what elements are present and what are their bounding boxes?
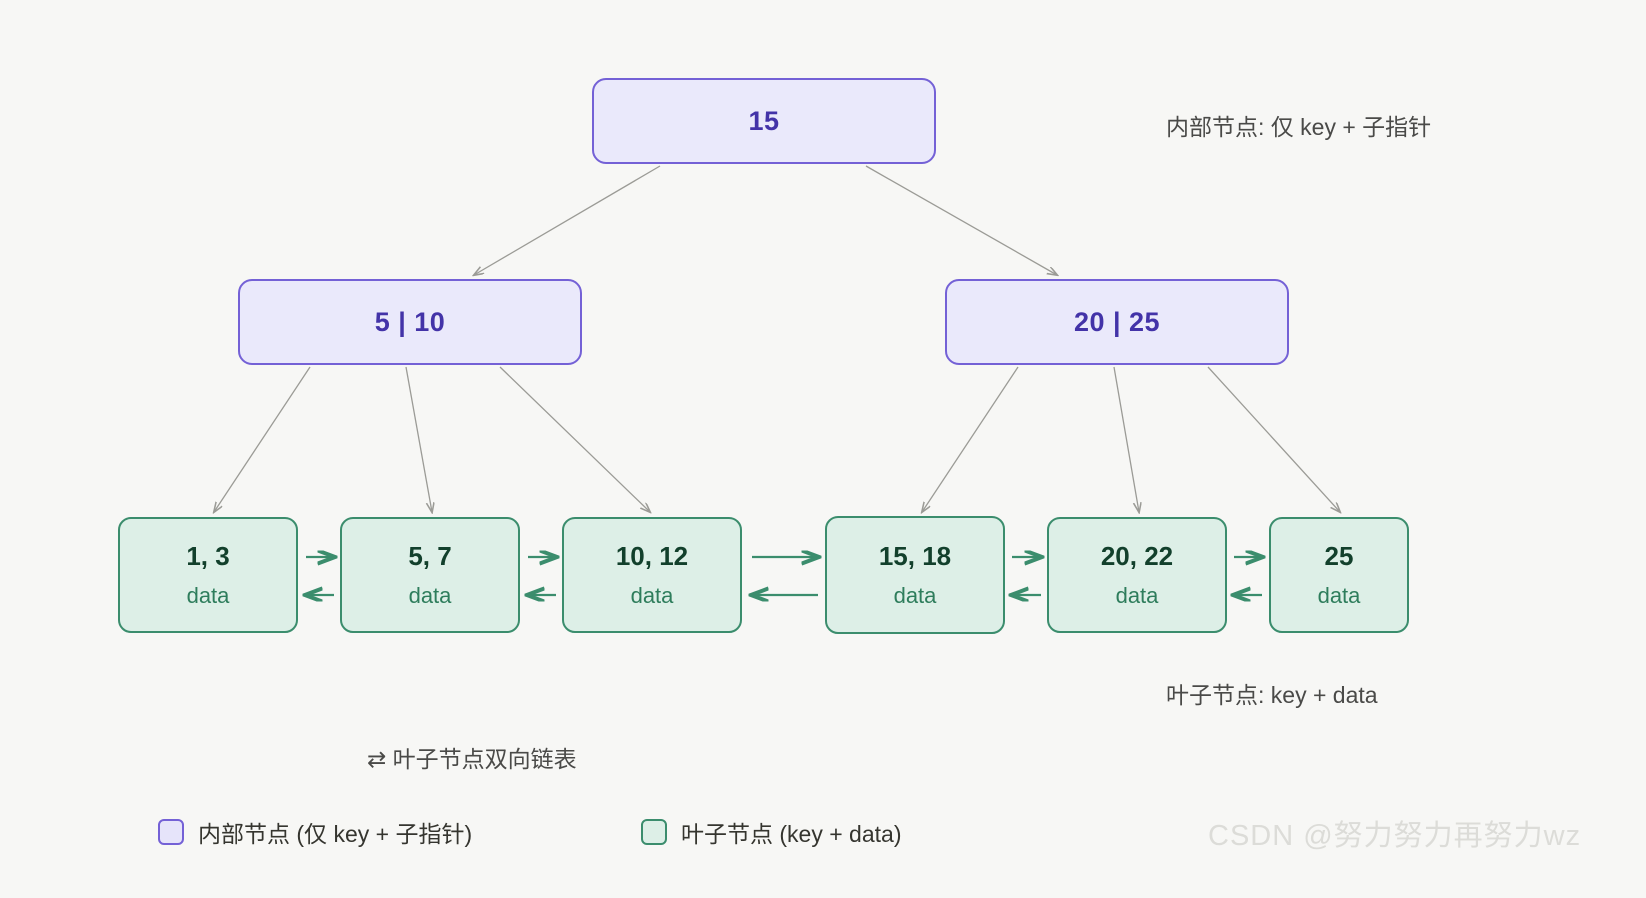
tree-node-root[interactable]: 15 <box>592 78 936 164</box>
leaf-linked-list-label: ⇄ 叶子节点双向链表 <box>367 746 577 772</box>
tree-node-internal-left-label: 5 | 10 <box>374 306 446 337</box>
leaf-node-data: data <box>1317 583 1361 608</box>
leaf-node[interactable]: 25 data <box>1269 517 1409 633</box>
leaf-node[interactable]: 10, 12 data <box>562 517 742 633</box>
leaf-node-keys: 10, 12 <box>615 541 689 571</box>
leaf-node-note: 叶子节点: key + data <box>1166 682 1378 708</box>
legend-item-leaf-label: 叶子节点 (key + data) <box>681 821 902 847</box>
leaf-node[interactable]: 5, 7 data <box>340 517 520 633</box>
leaf-node[interactable]: 1, 3 data <box>118 517 298 633</box>
csdn-watermark: CSDN @努力努力再努力wz <box>1208 820 1582 852</box>
leaf-node-keys: 15, 18 <box>878 541 952 571</box>
leaf-node-keys: 25 <box>1324 541 1354 571</box>
leaf-node-keys: 5, 7 <box>408 541 452 571</box>
tree-node-internal-right-label: 20 | 25 <box>1073 306 1161 337</box>
tree-node-internal-right[interactable]: 20 | 25 <box>945 279 1289 365</box>
leaf-node-data: data <box>408 583 452 608</box>
internal-node-swatch-icon <box>158 819 184 845</box>
internal-node-note: 内部节点: 仅 key + 子指针 <box>1166 114 1432 140</box>
leaf-node-data: data <box>1115 583 1159 608</box>
leaf-node-keys: 1, 3 <box>186 541 230 571</box>
legend-item-leaf: 叶子节点 (key + data) <box>641 815 901 849</box>
leaf-node-data: data <box>893 583 937 608</box>
leaf-node-data: data <box>630 583 674 608</box>
leaf-node-data: data <box>186 583 230 608</box>
leaf-node[interactable]: 20, 22 data <box>1047 517 1227 633</box>
tree-node-internal-left[interactable]: 5 | 10 <box>238 279 582 365</box>
tree-node-root-label: 15 <box>748 105 780 136</box>
legend-item-internal-label: 内部节点 (仅 key + 子指针) <box>198 821 473 847</box>
leaf-node-keys: 20, 22 <box>1100 541 1174 571</box>
leaf-node[interactable]: 15, 18 data <box>825 516 1005 634</box>
legend-item-internal: 内部节点 (仅 key + 子指针) <box>158 815 472 849</box>
leaf-node-swatch-icon <box>641 819 667 845</box>
